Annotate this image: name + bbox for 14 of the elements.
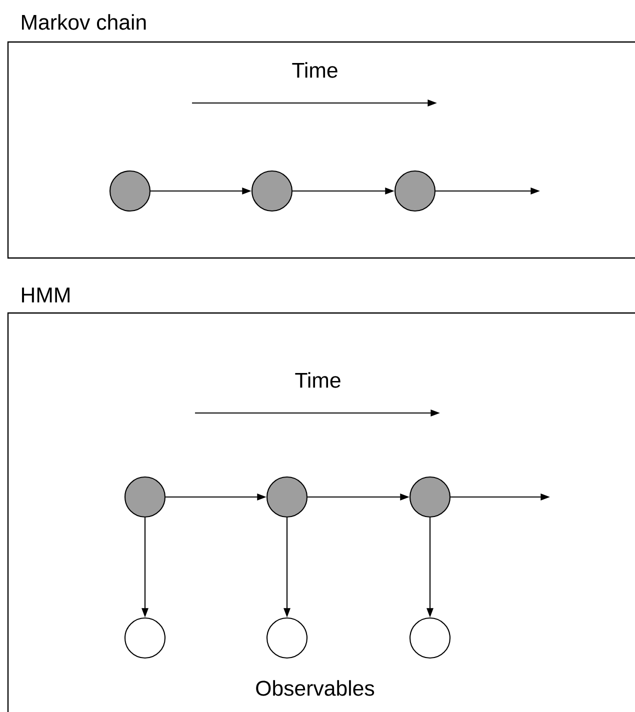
axis-label: Time — [292, 62, 338, 78]
panel-heading: HMM — [22, 288, 70, 302]
axis-label: Time — [295, 372, 340, 388]
state-circle — [109, 170, 151, 212]
state-circle — [251, 170, 293, 212]
observation-circle — [409, 617, 451, 659]
caption-label: Observables — [256, 680, 374, 696]
state-circle — [394, 170, 436, 212]
state-circle — [266, 476, 308, 518]
state-circle — [409, 476, 451, 518]
state-circle — [124, 476, 166, 518]
panel-heading: Markov chain — [22, 14, 146, 30]
observation-circle — [266, 617, 308, 659]
observation-circle — [124, 617, 166, 659]
